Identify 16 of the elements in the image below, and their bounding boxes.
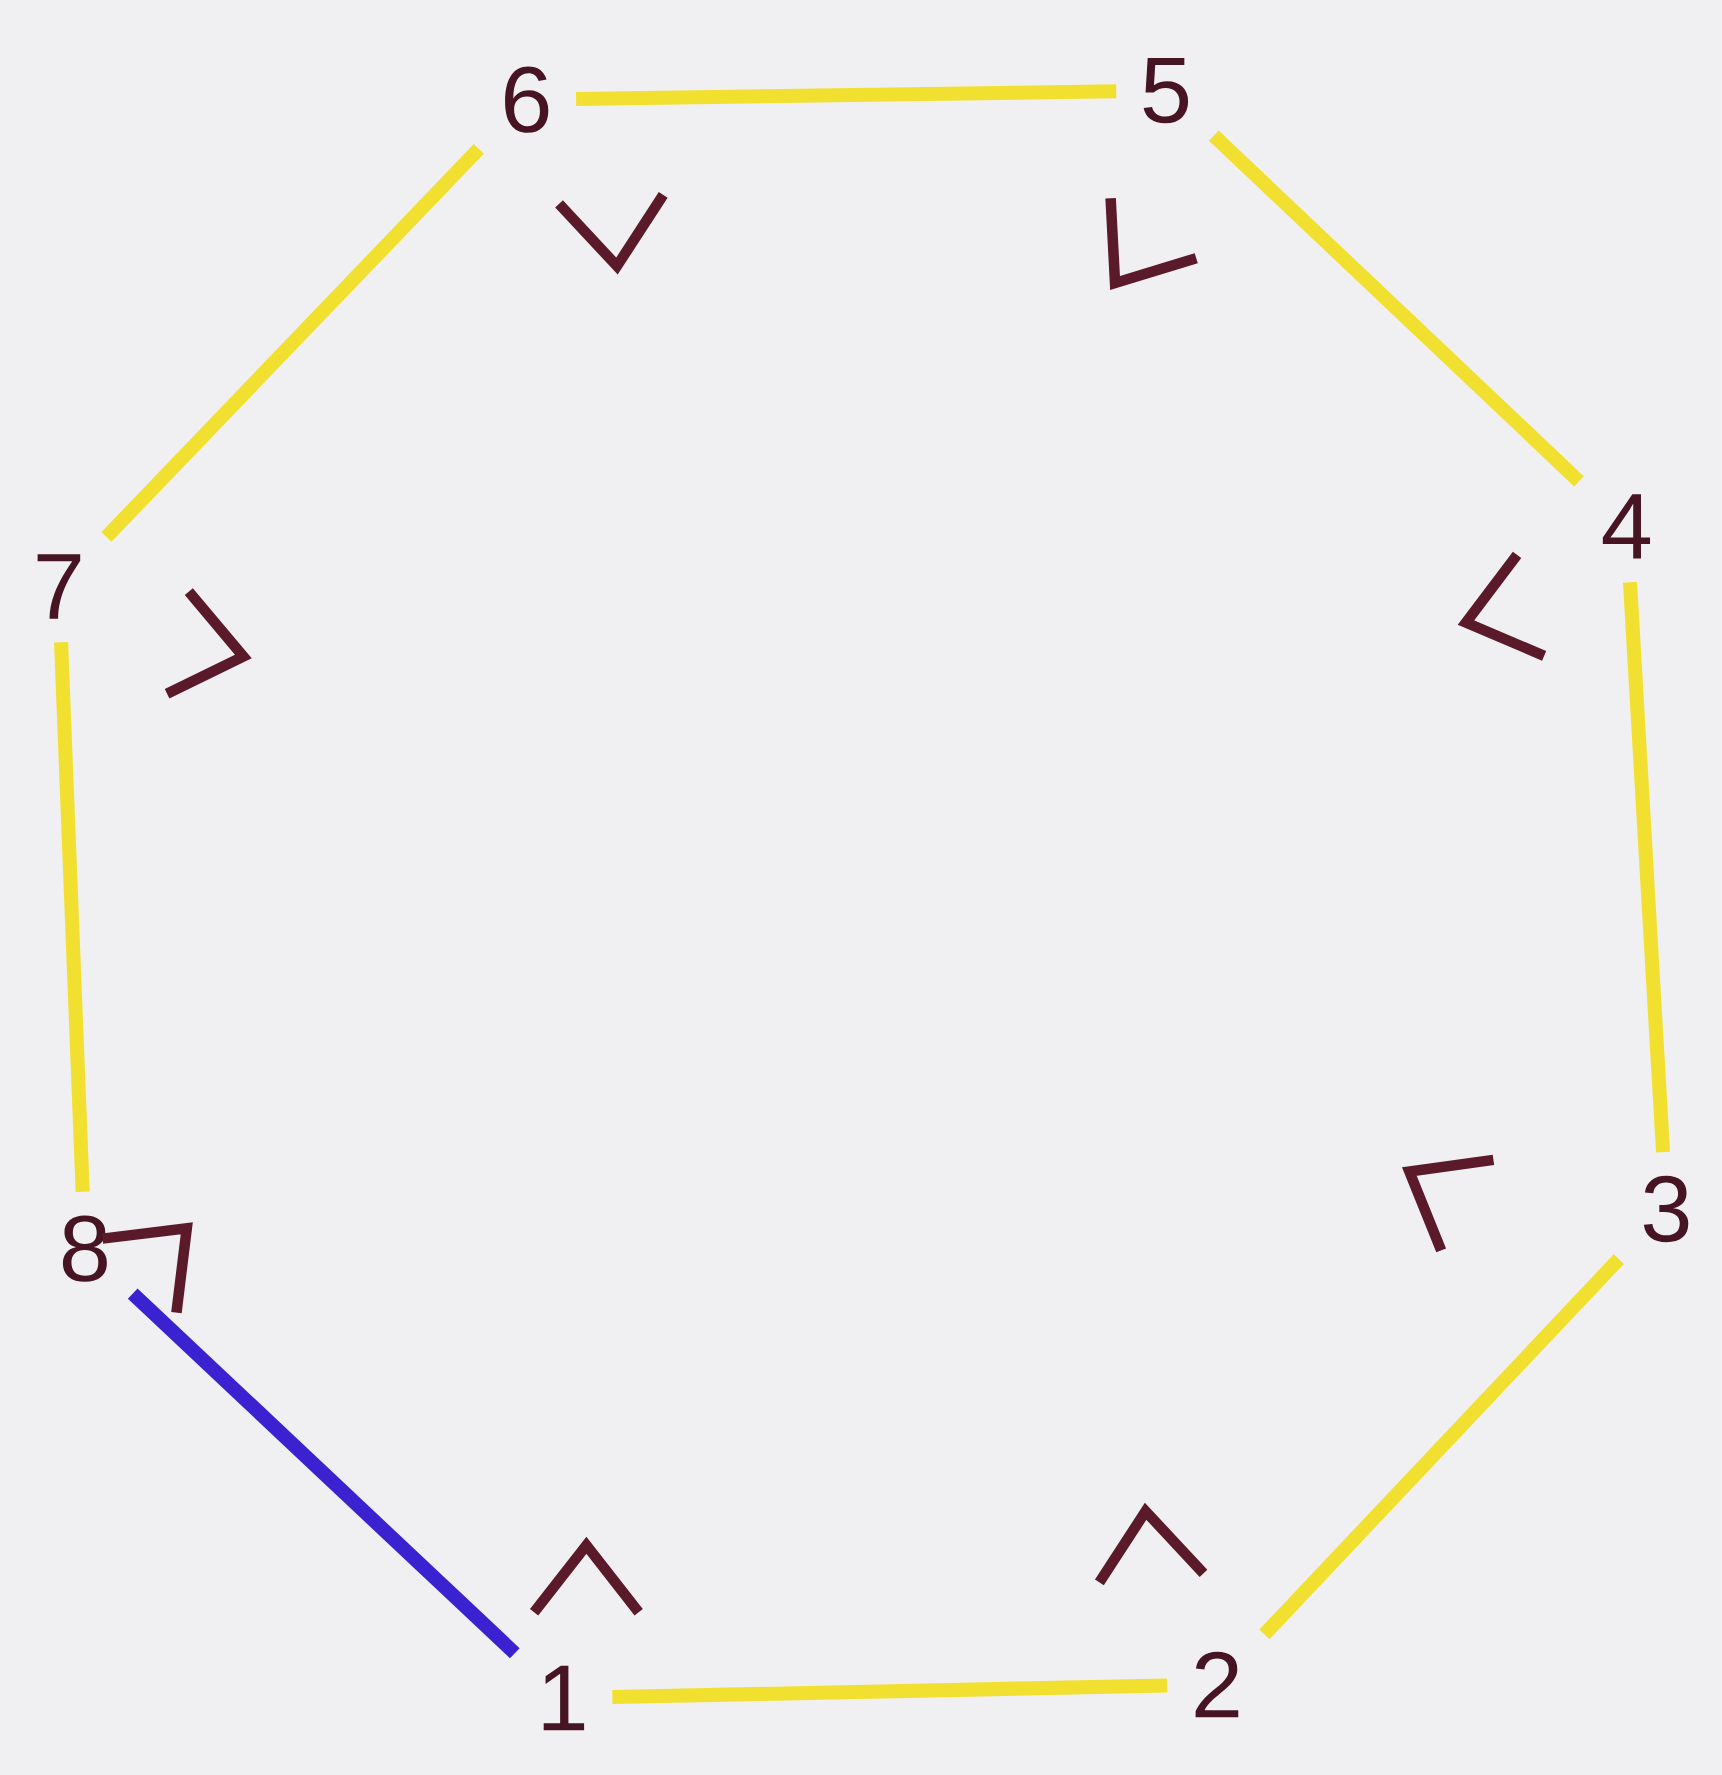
- edge-line: [1623, 581, 1671, 1153]
- vertex-number: 6: [505, 66, 549, 133]
- vertex-number: 3: [1643, 1175, 1689, 1243]
- edge-line: [101, 144, 484, 542]
- vertex-number: 8: [63, 1215, 107, 1282]
- vertex-number: 5: [1143, 57, 1189, 124]
- edge-line: [612, 1678, 1168, 1705]
- edge-line: [127, 1288, 520, 1659]
- edge-line: [1259, 1254, 1625, 1640]
- vertex-number: 7: [37, 554, 81, 619]
- vertex-number: 1: [543, 1665, 585, 1731]
- edge-line: [54, 642, 90, 1193]
- edge-line: [1209, 130, 1584, 487]
- vertex-number: 2: [1195, 1651, 1239, 1718]
- vertex-number: 4: [1602, 494, 1651, 559]
- edge-line: [576, 84, 1117, 106]
